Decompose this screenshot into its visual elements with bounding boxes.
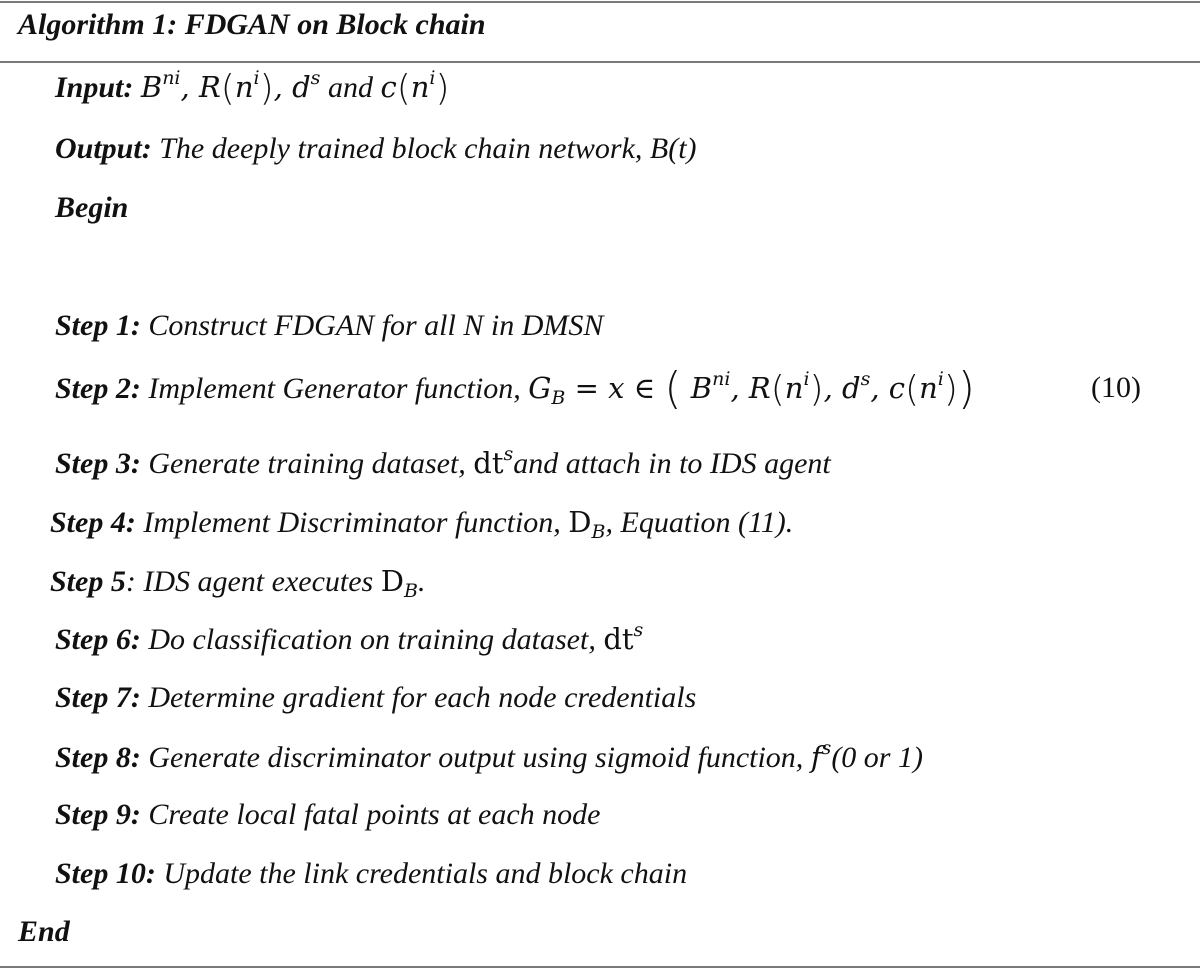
end-keyword: End <box>18 915 70 948</box>
generator-equation: GB = x ∈ ( Bni, R(ni), ds, c(ni)) <box>528 363 976 414</box>
step-8: Step 8: Generate discriminator output us… <box>55 737 923 775</box>
step-10: Step 10: Update the link credentials and… <box>55 857 688 890</box>
table-top-rule <box>0 1 1200 3</box>
input-label: Input: <box>55 71 134 104</box>
output-text: The deeply trained block chain network, … <box>159 132 697 165</box>
step-2: Step 2: Implement Generator function, GB… <box>55 363 976 414</box>
step-3: Step 3: Generate training dataset, dtsan… <box>55 443 831 481</box>
title-separator-rule <box>0 61 1200 63</box>
output-label: Output: <box>55 132 152 165</box>
input-conjunction: and <box>327 71 373 104</box>
step-6: Step 6: Do classification on training da… <box>55 619 644 657</box>
step-7: Step 7: Determine gradient for each node… <box>55 681 697 714</box>
begin-keyword: Begin <box>55 191 129 224</box>
step-4: Step 4: Implement Discriminator function… <box>50 505 794 543</box>
output-line: Output: The deeply trained block chain n… <box>55 131 697 167</box>
step-9: Step 9: Create local fatal points at eac… <box>55 798 601 831</box>
equation-number: (10) <box>1091 371 1141 404</box>
input-math: Bni, R(ni), ds <box>140 67 321 109</box>
step-5: Step 5: IDS agent executes DB. <box>50 564 426 602</box>
algorithm-title: Algorithm 1: FDGAN on Block chain <box>18 8 486 41</box>
table-bottom-rule <box>0 966 1200 968</box>
input-line: Input: Bni, R(ni), ds and c(ni) <box>55 67 450 109</box>
step-1: Step 1: Construct FDGAN for all N in DMS… <box>55 309 604 342</box>
